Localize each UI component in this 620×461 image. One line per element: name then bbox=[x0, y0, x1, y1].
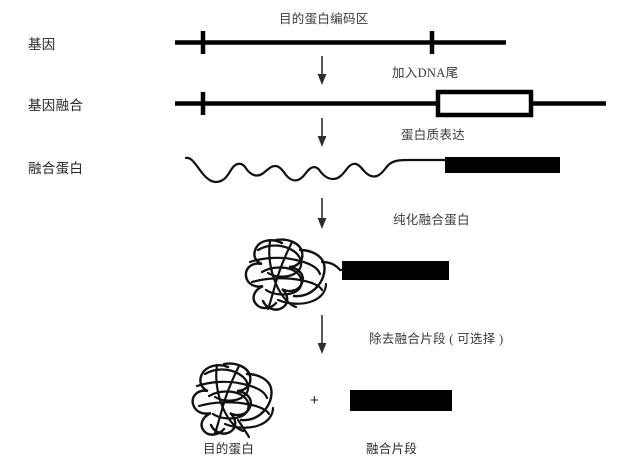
caption-target-protein: 目的蛋白 bbox=[203, 442, 255, 456]
arrow-protein-expression bbox=[317, 118, 327, 147]
unfolded-polypeptide-chain bbox=[184, 156, 447, 184]
gene-fusion-line-group bbox=[175, 89, 606, 118]
gene-coding-region-caption: 目的蛋白编码区 bbox=[279, 12, 369, 26]
step-label-purify-fusion: 纯化融合蛋白 bbox=[393, 213, 470, 227]
product-target-protein-globule bbox=[191, 362, 275, 439]
step-label-add-dna-tail: 加入DNA尾 bbox=[392, 66, 459, 80]
fusion-tag-bar-expressed bbox=[445, 157, 560, 173]
step-label-protein-expression: 蛋白质表达 bbox=[401, 128, 466, 142]
row-label-fusion-protein: 融合蛋白 bbox=[28, 161, 84, 176]
folded-protein-globule-top bbox=[244, 238, 343, 311]
fusion-fragment-bar bbox=[350, 390, 452, 411]
caption-fusion-fragment: 融合片段 bbox=[366, 442, 418, 456]
row-label-gene-fusion: 基因融合 bbox=[28, 98, 84, 113]
gene-dna-line-group bbox=[175, 31, 506, 54]
arrow-remove-fusion-tag bbox=[317, 315, 327, 354]
dna-tail-open-box bbox=[435, 89, 534, 118]
step-label-remove-fusion-tag: 除去融合片段 ( 可选择 ) bbox=[369, 332, 504, 346]
row-label-gene: 基因 bbox=[28, 37, 56, 52]
fusion-tag-bar-purified bbox=[342, 261, 449, 280]
fusion-protein-group bbox=[184, 156, 560, 184]
purified-fusion-protein-group bbox=[244, 238, 449, 311]
arrow-add-dna-tail bbox=[317, 56, 327, 85]
arrow-purify-fusion bbox=[317, 198, 327, 229]
plus-sign: + bbox=[310, 392, 320, 409]
